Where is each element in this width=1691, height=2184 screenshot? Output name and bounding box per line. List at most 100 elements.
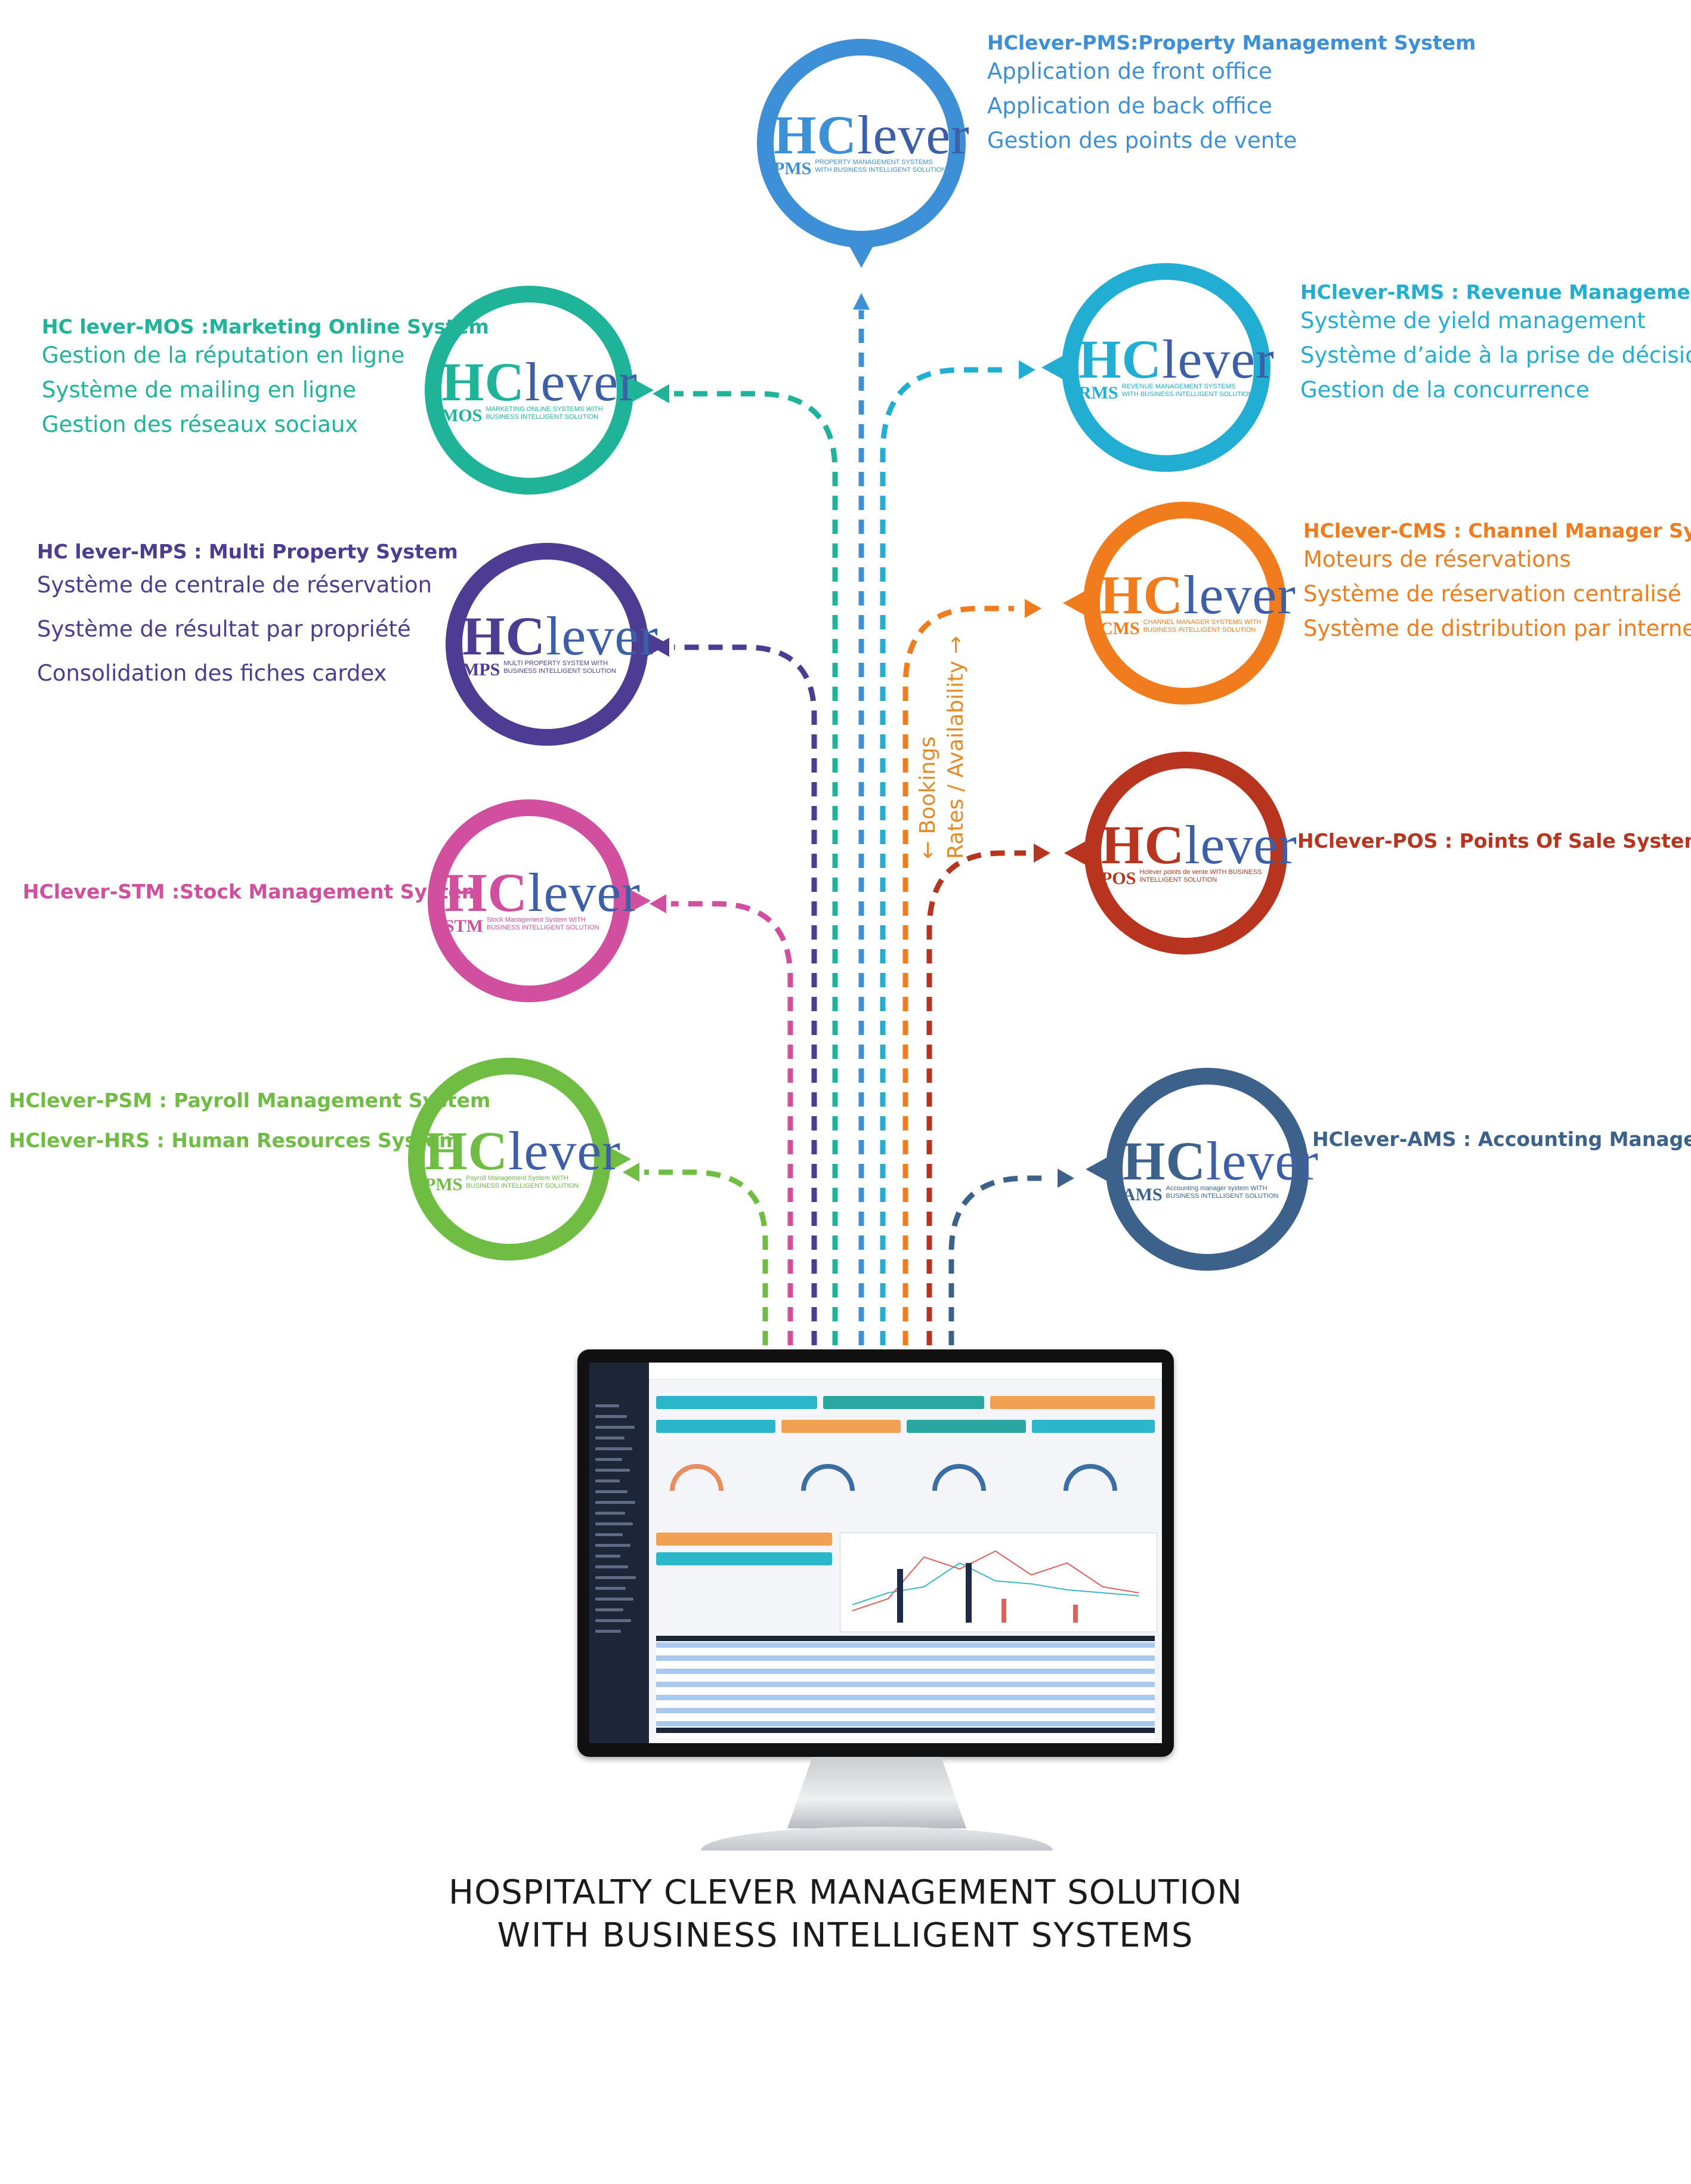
footer-line-1: HOSPITALTY CLEVER MANAGEMENT SOLUTION xyxy=(449,1873,1242,1912)
table-row xyxy=(656,1708,1155,1713)
logo-lever: lever xyxy=(1162,329,1275,390)
flow-label: ← Bookings Rates / Availability → xyxy=(916,635,987,859)
connector-ams xyxy=(948,1175,1050,1345)
table-row xyxy=(656,1636,1155,1641)
node-pointer-icon xyxy=(607,1146,631,1172)
sidebar-menu-item xyxy=(595,1404,619,1407)
logo-lever: lever xyxy=(1206,1130,1319,1191)
sidebar-menu-item xyxy=(595,1501,635,1504)
system-title: HC lever-MPS : Multi Property System xyxy=(37,540,458,563)
sidebar-menu-item xyxy=(595,1447,632,1450)
logo-lever: lever xyxy=(508,1120,621,1181)
connector-psm xyxy=(644,1169,768,1345)
sidebar-menu-item xyxy=(595,1608,623,1611)
feature-item: HClever-HRS : Human Resources System xyxy=(9,1129,460,1152)
system-title: HClever-PSM : Payroll Management System xyxy=(9,1089,491,1112)
logo-tagline: CHANNEL MANAGER SYSTEMS WITH BUSINESS IN… xyxy=(1143,619,1262,634)
arrowhead-psm-icon xyxy=(623,1163,639,1182)
feature-item: Système de résultat par propriété xyxy=(37,616,411,642)
feature-item: Gestion de la réputation en ligne xyxy=(42,342,405,368)
arrowhead-ams-icon xyxy=(1058,1169,1074,1188)
connector-mos xyxy=(674,391,838,1345)
logo-tagline: Stock Management System WITH BUSINESS IN… xyxy=(487,916,599,932)
feature-item: Système d’aide à la prise de décision xyxy=(1300,342,1691,368)
sidebar-menu-item xyxy=(595,1630,621,1633)
dashboard-sidebar xyxy=(589,1363,649,1743)
feature-item: Moteurs de réservations xyxy=(1303,546,1571,572)
table-row xyxy=(656,1682,1155,1687)
caption-pos: HClever-POS : Points Of Sale System xyxy=(1297,829,1691,852)
logo-abbreviation: PMS xyxy=(774,159,812,178)
logo-abbreviation: RMS xyxy=(1078,383,1118,403)
sidebar-menu-item xyxy=(595,1426,635,1429)
logo-abbreviation: PMS xyxy=(425,1175,463,1194)
logo-tagline: REVENUE MANAGEMENT SYSTEMS WITH BUSINESS… xyxy=(1121,383,1253,399)
logo-tagline: MARKETING ONLINE SYSTEMS WITH BUSINESS I… xyxy=(486,406,603,421)
table-row xyxy=(656,1701,1155,1707)
connector-cms xyxy=(902,606,1014,1345)
sidebar-menu-item xyxy=(595,1458,622,1461)
node-pointer-icon xyxy=(1041,354,1065,381)
feature-item: Système de distribution par internet xyxy=(1303,616,1691,641)
logo-wordmark: HClever xyxy=(1078,332,1274,387)
logo-lever: lever xyxy=(1183,564,1296,625)
sidebar-menu-item xyxy=(595,1479,620,1482)
dashboard-gauge xyxy=(1064,1464,1117,1491)
sidebar-menu-item xyxy=(595,1587,626,1590)
logo-hc: HC xyxy=(1100,564,1183,625)
logo-wordmark: HClever xyxy=(1100,564,1296,625)
feature-item: Application de front office xyxy=(987,58,1272,84)
table-row xyxy=(656,1695,1155,1700)
dashboard-table xyxy=(656,1636,1155,1738)
logo-hc: HC xyxy=(425,1120,508,1181)
arrowhead-mos-icon xyxy=(653,384,669,403)
logo-hc: HC xyxy=(774,104,857,165)
logo-hc: HC xyxy=(462,606,546,666)
flow-label-rates: Rates / Availability → xyxy=(944,635,968,859)
caption-cms: HClever-CMS : Channel Manager SystemMote… xyxy=(1303,519,1691,646)
logo-tagline: MULTI PROPERTY SYSTEM WITH BUSINESS INTE… xyxy=(503,660,617,675)
sidebar-menu-item xyxy=(595,1437,625,1439)
logo-abbreviation: MPS xyxy=(462,660,500,679)
logo-wordmark: HClever xyxy=(774,104,969,165)
logo-tagline: Payroll Management System WITH BUSINESS … xyxy=(466,1175,579,1190)
logo-tagline: PROPERTY MANAGEMENT SYSTEMS WITH BUSINES… xyxy=(815,159,947,174)
arrowhead-pms-icon xyxy=(853,293,870,310)
feature-item: Système de yield management xyxy=(1300,308,1646,333)
dashboard-tile xyxy=(656,1533,832,1546)
sidebar-menu-item xyxy=(595,1598,633,1601)
table-row xyxy=(656,1688,1155,1694)
sidebar-menu-item xyxy=(595,1555,620,1558)
sidebar-menu-item xyxy=(595,1522,633,1525)
connector-pos xyxy=(926,850,1026,1345)
logo-wordmark: HClever xyxy=(441,354,637,409)
connector-mps xyxy=(674,644,817,1345)
table-row xyxy=(656,1655,1155,1661)
node-pointer-icon xyxy=(1063,590,1087,616)
feature-item: Gestion des réseaux sociaux xyxy=(42,412,358,437)
sidebar-menu-item xyxy=(595,1544,630,1547)
node-pointer-icon xyxy=(627,888,651,914)
sidebar-menu-item xyxy=(595,1469,630,1472)
monitor xyxy=(577,1349,1174,1757)
sidebar-menu-item xyxy=(595,1619,631,1622)
system-title: HC lever-MOS :Marketing Online System xyxy=(42,315,489,338)
dashboard-topbar xyxy=(649,1363,1162,1380)
logo-wordmark: HClever xyxy=(444,865,640,920)
dashboard-tile xyxy=(1032,1420,1155,1433)
feature-item: Gestion des points de vente xyxy=(987,128,1297,153)
dashboard-tile xyxy=(656,1552,832,1565)
